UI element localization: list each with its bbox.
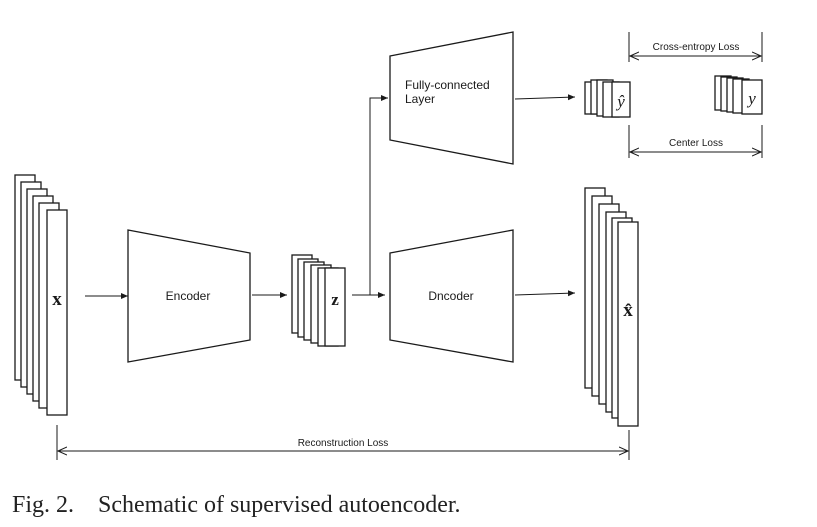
center-loss-bracket (628, 125, 763, 158)
fully-connected-block (389, 31, 514, 165)
label-stack (714, 75, 763, 115)
output-symbol: x̂ (623, 300, 633, 321)
fc-to-prediction-arrow (514, 94, 576, 101)
center-loss-label: Center Loss (669, 138, 723, 149)
fc-label-line1: Fully-connected (405, 78, 490, 92)
caption-text: Schematic of supervised autoencoder. (98, 492, 461, 518)
decoder-label: Dncoder (428, 289, 473, 303)
figure-number: Fig. 2. (12, 492, 75, 518)
reconstruction-loss-bracket (56, 425, 630, 460)
latent-stack (291, 254, 346, 347)
label-symbol: y (746, 89, 756, 108)
prediction-symbol: ŷ (615, 92, 625, 111)
figure-caption: Fig. 2. Schematic of supervised autoencod… (12, 492, 461, 519)
reconstruction-loss-label: Reconstruction Loss (298, 438, 389, 449)
input-stack (14, 174, 68, 416)
encoder-label: Encoder (166, 289, 211, 303)
encoder-block (127, 229, 251, 363)
latent-symbol: z (331, 290, 339, 309)
fc-label-line2: Layer (405, 92, 435, 106)
autoencoder-diagram: Encoder Dncoder Fully-connected Layer x … (14, 31, 763, 460)
cross-entropy-loss-bracket (628, 32, 763, 62)
input-symbol: x (52, 289, 62, 310)
output-stack (584, 187, 639, 427)
prediction-stack (584, 79, 631, 118)
cross-entropy-loss-label: Cross-entropy Loss (653, 42, 740, 53)
decoder-to-output-arrow (514, 290, 576, 297)
latent-to-fc-arrow (369, 95, 388, 295)
decoder-block (389, 229, 514, 363)
